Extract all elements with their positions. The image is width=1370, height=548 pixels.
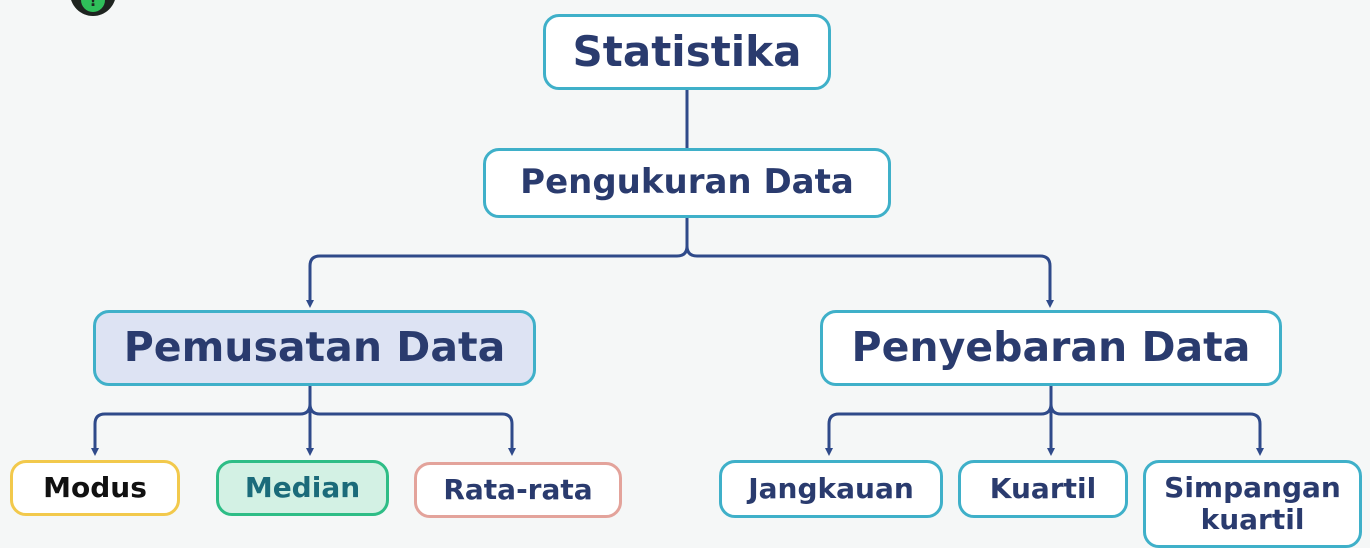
node-jangkauan-label: Jangkauan [748, 471, 914, 505]
node-pemusatan-data: Pemusatan Data [93, 310, 536, 386]
node-jangkauan: Jangkauan [719, 460, 943, 518]
node-modus-label: Modus [43, 470, 147, 504]
node-rata-rata: Rata-rata [414, 462, 622, 518]
node-median: Median [216, 460, 389, 516]
node-kuartil: Kuartil [958, 460, 1128, 518]
node-simpangan-kuartil-label: Simpangan kuartil [1164, 470, 1341, 536]
node-pengukuran-data-label: Pengukuran Data [520, 162, 854, 203]
node-statistika: Statistika [543, 14, 831, 90]
node-pengukuran-data: Pengukuran Data [483, 148, 891, 218]
node-statistika-label: Statistika [572, 26, 802, 76]
connector-penyebaran-to-simpangan [1049, 402, 1264, 456]
node-median-label: Median [244, 470, 361, 504]
node-kuartil-label: Kuartil [989, 471, 1097, 505]
node-pemusatan-data-label: Pemusatan Data [123, 323, 506, 372]
connector-level1-to-penyebaran [685, 244, 1054, 308]
node-rata-rata-label: Rata-rata [443, 472, 593, 506]
connector-pemusatan-to-ratarata [308, 402, 516, 456]
node-simpangan-kuartil: Simpangan kuartil [1143, 460, 1362, 548]
info-badge-icon: ! [70, 0, 116, 16]
node-modus: Modus [10, 460, 180, 516]
node-penyebaran-data: Penyebaran Data [820, 310, 1282, 386]
connector-level1-to-pemusatan [306, 216, 689, 308]
connector-pemusatan-to-modus [91, 402, 312, 456]
node-penyebaran-data-label: Penyebaran Data [851, 323, 1251, 372]
connector-penyebaran-to-jangkauan [825, 402, 1053, 456]
